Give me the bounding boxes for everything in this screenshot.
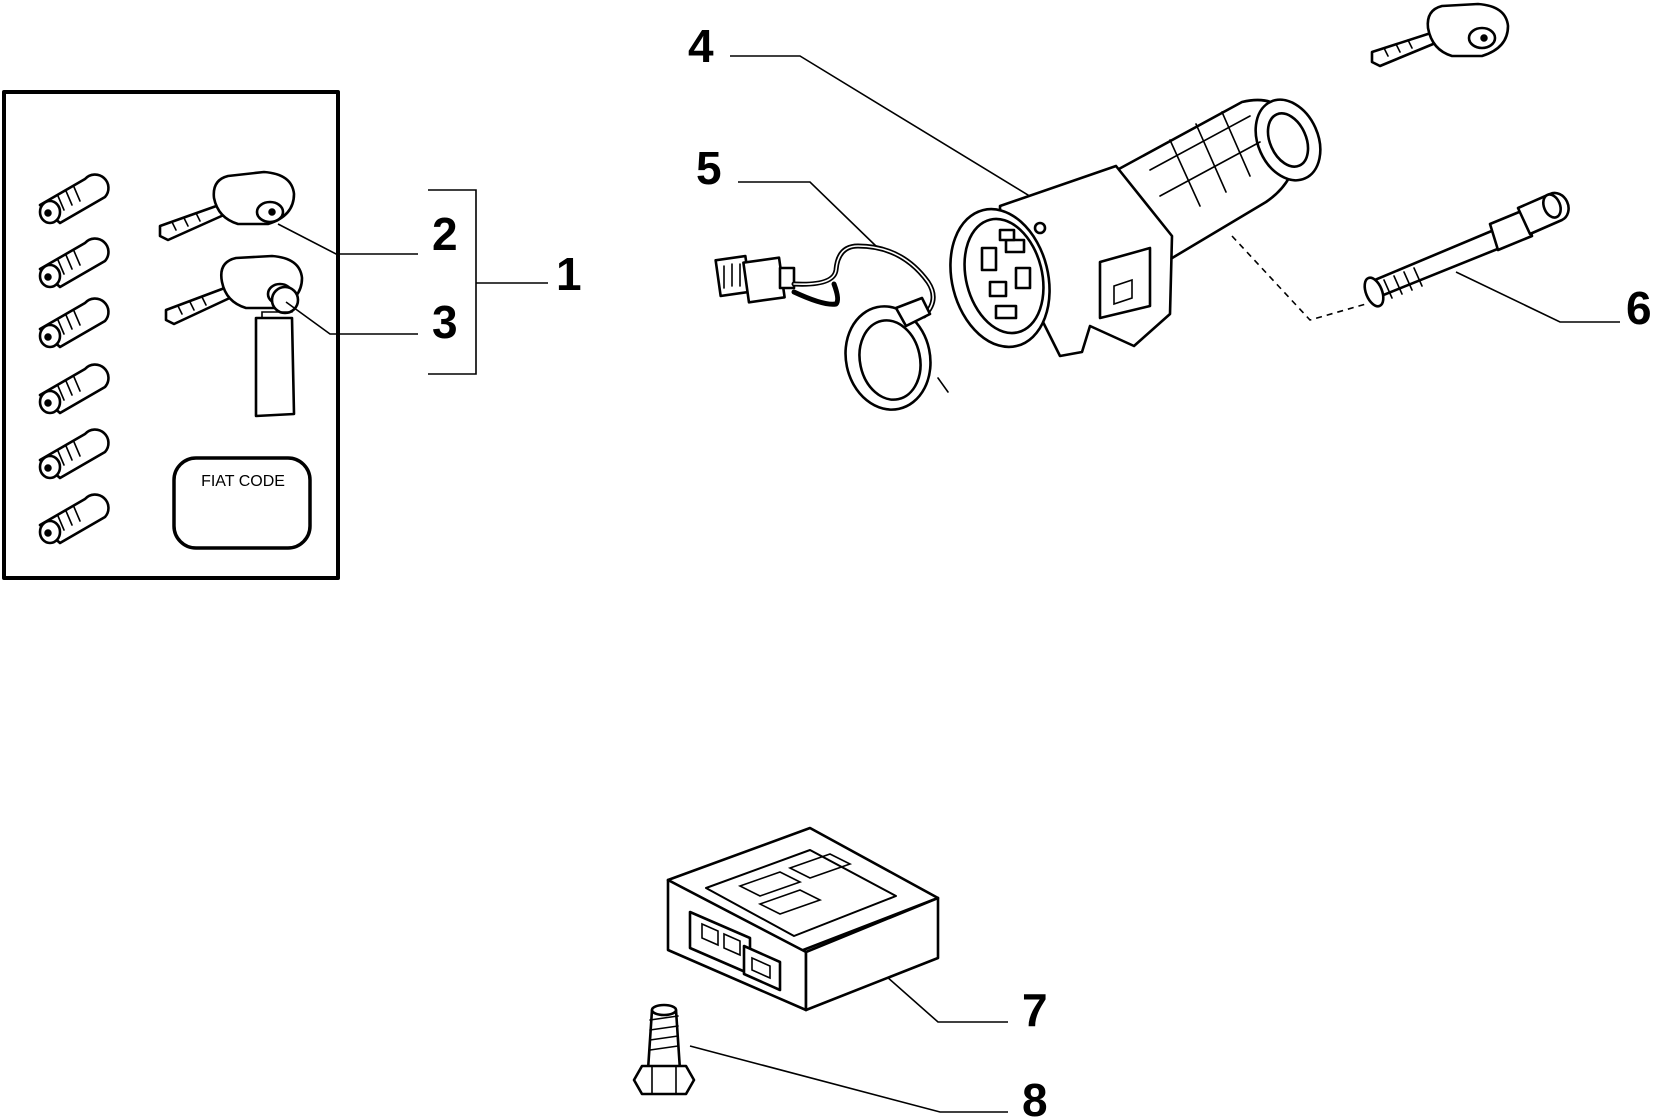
spare-key: [1370, 2, 1510, 68]
callout-7: 7: [1022, 984, 1048, 1036]
leader-3: [285, 301, 418, 335]
fiat-code-label: FIAT CODE: [201, 473, 285, 490]
ignition-switch: [949, 98, 1322, 358]
leader-8: [689, 1045, 1008, 1113]
lock-kit-box: FIAT CODE: [2, 90, 340, 580]
callout-8: 8: [1022, 1074, 1048, 1119]
leader-6-dash: [1231, 235, 1367, 321]
key-2: [158, 170, 296, 242]
callout-4: 4: [688, 20, 714, 72]
fixing-bolt: [632, 1003, 696, 1096]
leader-6: [1455, 271, 1620, 323]
callout-5: 5: [696, 142, 722, 194]
callout-3: 3: [432, 296, 458, 348]
leader-2: [277, 223, 418, 255]
fiat-code-card: FIAT CODE: [172, 456, 312, 550]
group-bracket: [428, 189, 548, 375]
transponder-antenna: [714, 243, 949, 411]
callout-6: 6: [1626, 282, 1652, 334]
leader-5: [738, 181, 879, 249]
key-3-with-tag: [164, 254, 304, 418]
immobilizer-control-unit: [666, 826, 940, 1012]
leader-lines: [277, 55, 1620, 1113]
callout-1: 1: [556, 248, 582, 300]
callout-2: 2: [432, 208, 458, 260]
leader-4: [730, 55, 1047, 207]
leader-7: [885, 975, 1008, 1023]
shear-bolt: [1363, 191, 1570, 308]
lock-cylinder-set: [38, 173, 110, 545]
